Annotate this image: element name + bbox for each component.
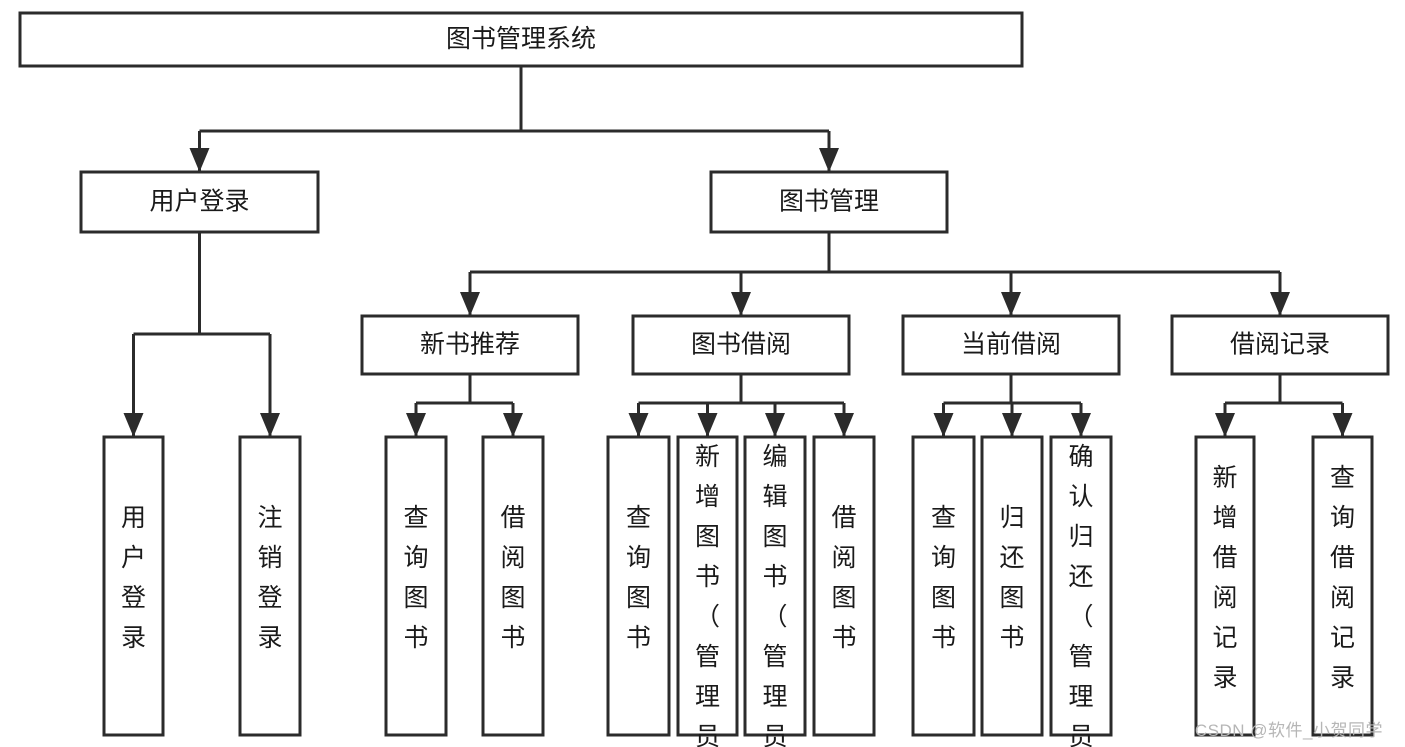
node-leaf-add-record[interactable]: 新增借阅记录 (1194, 435, 1256, 737)
arrow-head-icon (628, 413, 649, 437)
node-label: 图书借阅 (691, 331, 791, 359)
node-box (1311, 435, 1374, 737)
node-box (911, 435, 976, 737)
node-leaf-edit-book[interactable]: 编辑图书（管理员） (743, 435, 807, 747)
arrow-head-icon (933, 413, 954, 437)
node-leaf-return-book[interactable]: 归还图书 (980, 435, 1044, 737)
node-leaf-confirm-return[interactable]: 确认归还（管理员） (1049, 435, 1113, 747)
arrow-head-icon (123, 413, 144, 437)
node-label: 新书推荐 (420, 331, 520, 359)
node-label: 借阅记录 (1230, 331, 1330, 359)
node-box (360, 314, 580, 376)
node-box (1049, 435, 1113, 737)
node-label: 当前借阅 (961, 331, 1061, 359)
node-leaf-add-book[interactable]: 新增图书（管理员） (676, 435, 739, 747)
node-box (980, 435, 1044, 737)
node-box (481, 435, 545, 737)
node-label: 查询图书 (403, 504, 428, 652)
arrow-head-icon (260, 413, 280, 437)
node-box (901, 314, 1121, 376)
arrow-head-icon (819, 148, 839, 172)
node-leaf-query-book-1[interactable]: 查询图书 (384, 435, 448, 737)
node-label: 用户登录 (121, 504, 146, 652)
node-label: 查询借阅记录 (1330, 464, 1355, 692)
arrow-head-icon (834, 413, 854, 437)
node-label: 新增借阅记录 (1212, 464, 1237, 692)
node-borrow-record[interactable]: 借阅记录 (1170, 314, 1390, 376)
arrow-head-icon (503, 413, 523, 437)
node-label: 查询图书 (931, 504, 956, 652)
node-label: 确认归还（管理员） (1068, 443, 1093, 747)
node-current-borrow[interactable]: 当前借阅 (901, 314, 1121, 376)
node-box (676, 435, 739, 737)
node-leaf-query-book-2[interactable]: 查询图书 (606, 435, 671, 737)
node-user-login[interactable]: 用户登录 (79, 170, 320, 234)
edge-root-to-level2 (189, 66, 839, 172)
node-box (1170, 314, 1390, 376)
node-box (79, 170, 320, 234)
node-leaf-query-record[interactable]: 查询借阅记录 (1311, 435, 1374, 737)
node-label: 借阅图书 (831, 504, 856, 652)
node-label: 图书管理 (779, 188, 879, 216)
node-root[interactable]: 图书管理系统 (18, 11, 1024, 68)
node-leaf-borrow-book-1[interactable]: 借阅图书 (481, 435, 545, 737)
arrow-head-icon (1002, 413, 1022, 437)
node-label: 借阅图书 (500, 504, 525, 652)
node-book-management[interactable]: 图书管理 (709, 170, 949, 234)
arrow-head-icon (406, 413, 426, 437)
node-box (606, 435, 671, 737)
edge-user-login-to-leaves (123, 232, 280, 437)
arrow-head-icon (697, 413, 718, 437)
node-box (102, 435, 165, 737)
node-box (238, 435, 302, 737)
node-box (384, 435, 448, 737)
edge-book-management-to-level3 (460, 232, 1290, 316)
node-label: 编辑图书（管理员） (762, 443, 787, 747)
arrow-head-icon (1001, 292, 1021, 316)
arrow-head-icon (1071, 413, 1091, 437)
node-box (1194, 435, 1256, 737)
node-box (743, 435, 807, 737)
arrow-head-icon (1215, 413, 1235, 437)
node-leaf-borrow-book-2[interactable]: 借阅图书 (812, 435, 876, 737)
node-label: 查询图书 (626, 504, 651, 652)
edge-current-borrow-to-leaves (933, 374, 1091, 437)
node-box (812, 435, 876, 737)
arrow-head-icon (765, 413, 785, 437)
node-label: 图书管理系统 (446, 25, 596, 53)
node-label: 用户登录 (149, 188, 249, 216)
node-box (631, 314, 851, 376)
node-box (709, 170, 949, 234)
node-leaf-query-book-3[interactable]: 查询图书 (911, 435, 976, 737)
edge-borrow-record-to-leaves (1215, 374, 1353, 437)
arrow-head-icon (1270, 292, 1290, 316)
node-leaf-user-logout[interactable]: 注销登录 (238, 435, 302, 737)
arrow-head-icon (460, 292, 480, 316)
node-leaf-user-login[interactable]: 用户登录 (102, 435, 165, 737)
node-book-borrow[interactable]: 图书借阅 (631, 314, 851, 376)
arrow-head-icon (731, 292, 751, 316)
edge-book-borrow-to-leaves (628, 374, 854, 437)
arrow-head-icon (189, 148, 210, 172)
node-box (18, 11, 1024, 68)
node-label: 归还图书 (999, 504, 1024, 652)
edge-new-book-to-leaves (406, 374, 523, 437)
connector-layer (123, 66, 1353, 437)
node-label: 注销登录 (257, 504, 282, 652)
arrow-head-icon (1332, 413, 1353, 437)
node-label: 新增图书（管理员） (695, 443, 720, 747)
node-layer: 图书管理系统用户登录图书管理新书推荐图书借阅当前借阅借阅记录用户登录注销登录查询… (18, 11, 1390, 747)
node-new-book-recommend[interactable]: 新书推荐 (360, 314, 580, 376)
